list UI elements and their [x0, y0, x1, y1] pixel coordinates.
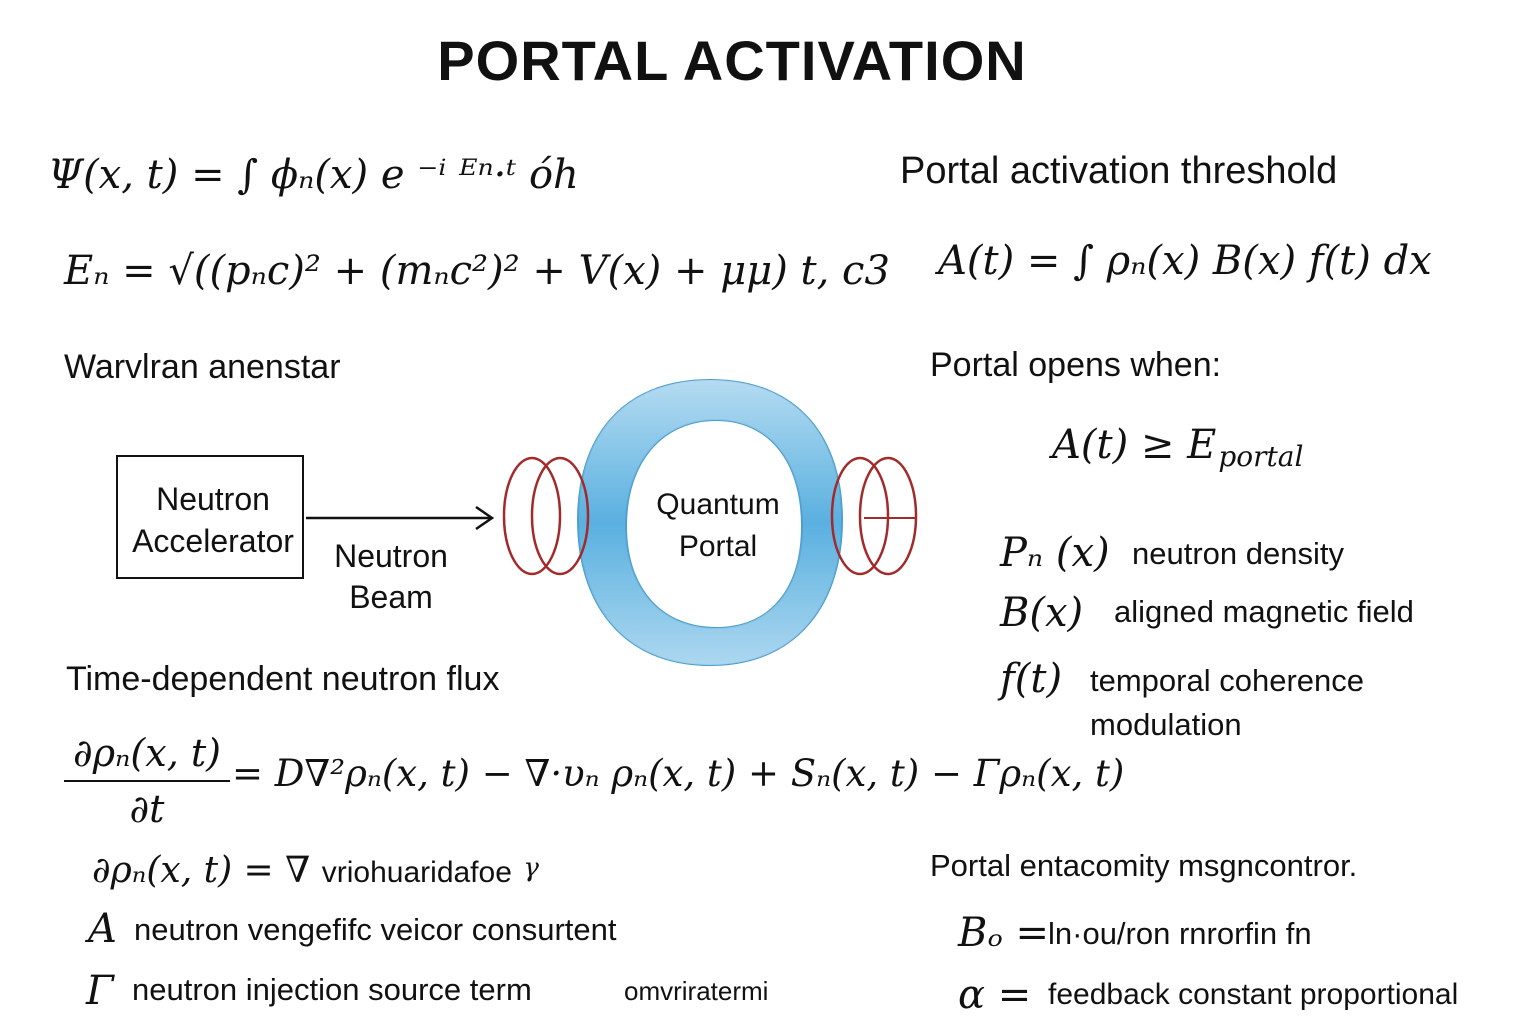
left-coil-outer	[502, 456, 562, 576]
control-symbol: Bₒ =	[958, 910, 1050, 956]
threshold-equation: A(t) ≥ Eportal	[1052, 422, 1303, 473]
flux-rhs: = D∇²ρₙ(x, t) − ∇·υₙ ρₙ(x, t) + Sₙ(x, t)…	[232, 752, 1125, 795]
page-title: PORTAL ACTIVATION	[437, 29, 1027, 92]
left-definition-symbol: A	[88, 906, 117, 952]
right-coil-outer	[858, 456, 918, 576]
definition-symbol: B(x)	[1000, 590, 1084, 636]
control-text: ln·ou/ron rnrorfin fn	[1048, 916, 1312, 951]
partial-tail: γ	[523, 853, 539, 883]
definition-text: aligned magnetic field	[1114, 594, 1414, 629]
left-heading: Warvlran anenstar	[64, 348, 341, 386]
partial-equation: ∂ρₙ(x, t) = ∇ vriohuaridafoe γ	[92, 850, 539, 891]
definition-symbol: Pₙ (x)	[1000, 530, 1110, 576]
threshold-expr: A(t) ≥ E	[1052, 422, 1217, 468]
left-coil-inner	[530, 456, 590, 576]
beam-arrow-head	[475, 505, 495, 531]
control-heading: Portal entacomity msgncontror.	[930, 848, 1358, 883]
threshold-heading: Portal activation threshold	[900, 150, 1338, 192]
definition-text: neutron density	[1132, 536, 1344, 571]
beam-label: Neutron Beam	[334, 538, 448, 615]
left-definition-text: neutron vengefifc veicor consurtent	[134, 912, 617, 947]
energy-equation: Eₙ = √((pₙc)² + (mₙc²)² + V(x) + μμ) t, …	[64, 248, 890, 294]
threshold-subscript: portal	[1218, 440, 1304, 473]
partial-expr: ∂ρₙ(x, t) = ∇	[92, 850, 311, 891]
left-definition-text: neutron injection source term	[132, 972, 532, 1007]
definition-symbol: f(t)	[1000, 656, 1063, 702]
flux-denominator: ∂t	[129, 787, 165, 831]
definition-text: temporal coherence modulation	[1090, 663, 1364, 742]
partial-text: vriohuaridafoe	[321, 856, 512, 889]
right-coil-inner	[830, 456, 890, 576]
flux-fraction: ∂ρₙ(x, t) ∂t	[64, 730, 230, 832]
left-definition-extra: omvriratermi	[624, 976, 769, 1006]
control-symbol: α =	[958, 972, 1032, 1018]
left-definition-symbol: Γ	[86, 968, 114, 1014]
wavefunction-equation: Ψ(x, t) = ∫ ϕₙ(x) e ⁻ⁱ ᴱⁿ·ᵗ óh	[48, 152, 579, 198]
flux-heading: Time-dependent neutron flux	[66, 660, 500, 698]
flux-numerator: ∂ρₙ(x, t)	[73, 731, 221, 775]
control-text: feedback constant proportional	[1048, 978, 1459, 1011]
activation-equation: A(t) = ∫ ρₙ(x) B(x) f(t) dx	[938, 238, 1432, 284]
portal-label: Quantum Portal	[656, 488, 780, 563]
accelerator-box	[116, 455, 304, 579]
accelerator-label: Neutron Accelerator	[132, 481, 294, 559]
fraction-bar	[64, 780, 230, 782]
opens-when-label: Portal opens when:	[930, 346, 1222, 384]
